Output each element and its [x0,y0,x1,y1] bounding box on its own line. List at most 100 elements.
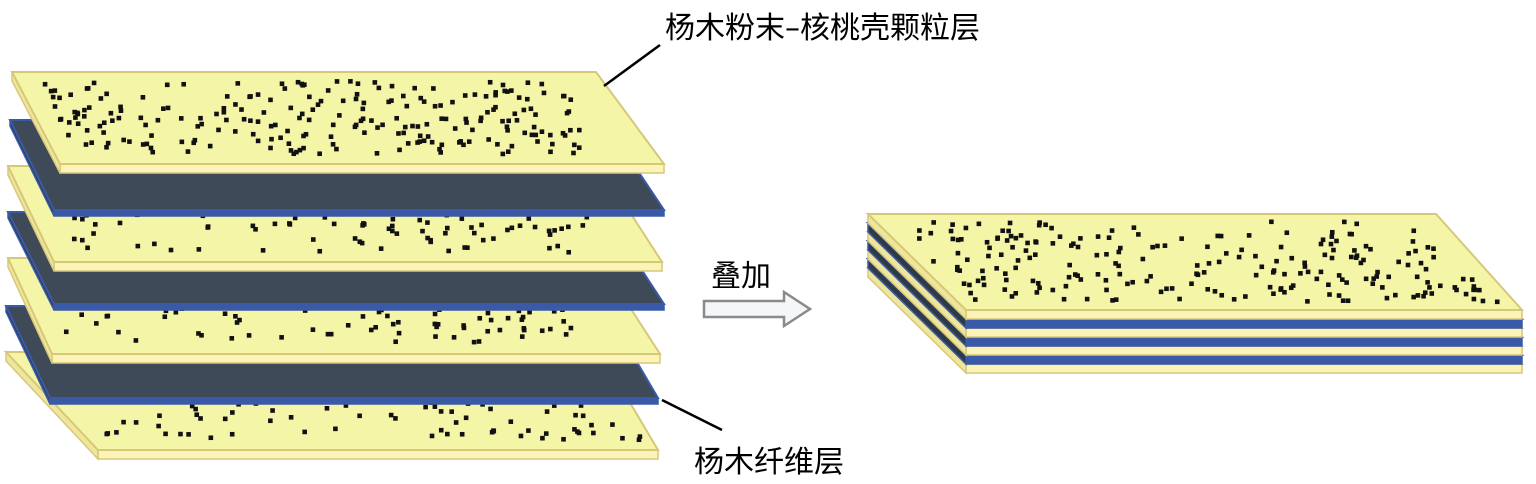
particle-dot [303,131,309,137]
particle-dot [1007,220,1013,226]
particle-dot [241,116,247,122]
particle-dot [1094,252,1100,258]
particle-dot [410,123,415,129]
particle-dot [432,321,438,327]
particle-dot [307,94,312,100]
particle-dot [191,140,197,146]
particle-dot [340,98,346,104]
particle-dot [362,130,367,135]
particle-dot [152,241,157,247]
particle-dot [477,315,483,321]
particle-dot [369,118,374,123]
particle-dot [539,129,545,134]
stacking-arrow [702,289,813,329]
particle-dot [568,97,574,102]
particle-dot [375,125,380,130]
particle-dot [1253,253,1258,259]
particle-dot [438,150,444,155]
particle-layer-label: 杨木粉末–核桃壳颗粒层 [665,11,980,46]
particle-dot [328,134,334,140]
particle-dot [133,338,139,343]
slab-front-edge [965,354,1523,365]
particle-dot [235,81,241,86]
particle-dot [424,121,430,127]
particle-dot [385,313,390,319]
particle-dot [1320,237,1326,243]
particle-dot [1329,255,1335,261]
particle-dot [566,224,571,230]
particle-dot [1236,254,1242,260]
particle-dot [541,90,547,96]
particle-dot [1212,289,1218,294]
particle-dot [955,264,960,270]
particle-dot [1374,274,1380,279]
particle-dot [1361,257,1366,263]
particle-dot [547,232,553,237]
particle-dot [1004,238,1010,243]
particle-dot [535,139,540,144]
particle-dot [1314,276,1320,282]
fiber-layer-leader-line [661,398,723,432]
particle-dot [1352,248,1357,253]
particle-dot [521,107,527,113]
particle-dot [520,314,526,320]
composite-top-dots [917,219,1500,305]
fiber-layer-label: 杨木纤维层 [694,445,844,480]
particle-dot [1384,295,1390,301]
particle-dot [1130,279,1135,285]
particle-dot [1095,272,1101,277]
right-arrow-icon [702,289,813,329]
particle-dot [357,239,363,244]
particle-dot [563,332,569,337]
particle-dot [354,91,360,97]
particle-dot [500,82,506,88]
particle-dot [253,226,258,232]
particle-dot [984,239,990,245]
particle-dot [976,221,982,227]
particle-dot [572,427,577,432]
particle-dot [429,139,435,145]
particle-dot [505,227,510,233]
particle-dot [931,259,936,264]
particle-dot [1158,289,1164,295]
particle-dot [1253,272,1259,278]
particle-dot [164,82,170,88]
particle-dot [485,328,491,334]
composite-particle-layer [865,212,1525,321]
particle-dot [198,115,203,121]
particle-dot [84,128,90,133]
particle-dot [495,141,500,147]
particle-dot [144,141,150,147]
particle-dot [331,221,337,227]
particle-dot [461,142,466,148]
particle-dot [1422,290,1428,295]
slab-front-edge [59,163,665,174]
particle-dot [1034,290,1040,295]
particle-dot [116,329,121,335]
particle-dot [388,412,394,418]
particle-dot [322,215,328,220]
particle-dot [75,121,81,126]
particle-dot [561,319,566,324]
particle-dot [987,245,992,251]
particle-dot [292,215,298,221]
particle-dot [334,79,340,84]
slab-top-face [10,71,666,165]
particle-dot [1370,281,1376,287]
particle-dot [1431,246,1436,251]
particle-dot [439,116,444,121]
particle-dot [1318,241,1324,247]
particle-dot [110,118,115,123]
particle-dot [543,431,549,436]
particle-dot [435,321,441,327]
particle-dot [957,268,963,273]
particle-dot [1429,291,1435,296]
slab-front-edge [965,318,1523,329]
particle-dot [1066,274,1072,280]
particle-dot [444,225,450,231]
particle-dot [214,111,219,117]
particle-dot [104,144,109,150]
particle-dot [229,431,235,437]
particle-dot [428,239,434,245]
particle-dot [917,228,922,233]
